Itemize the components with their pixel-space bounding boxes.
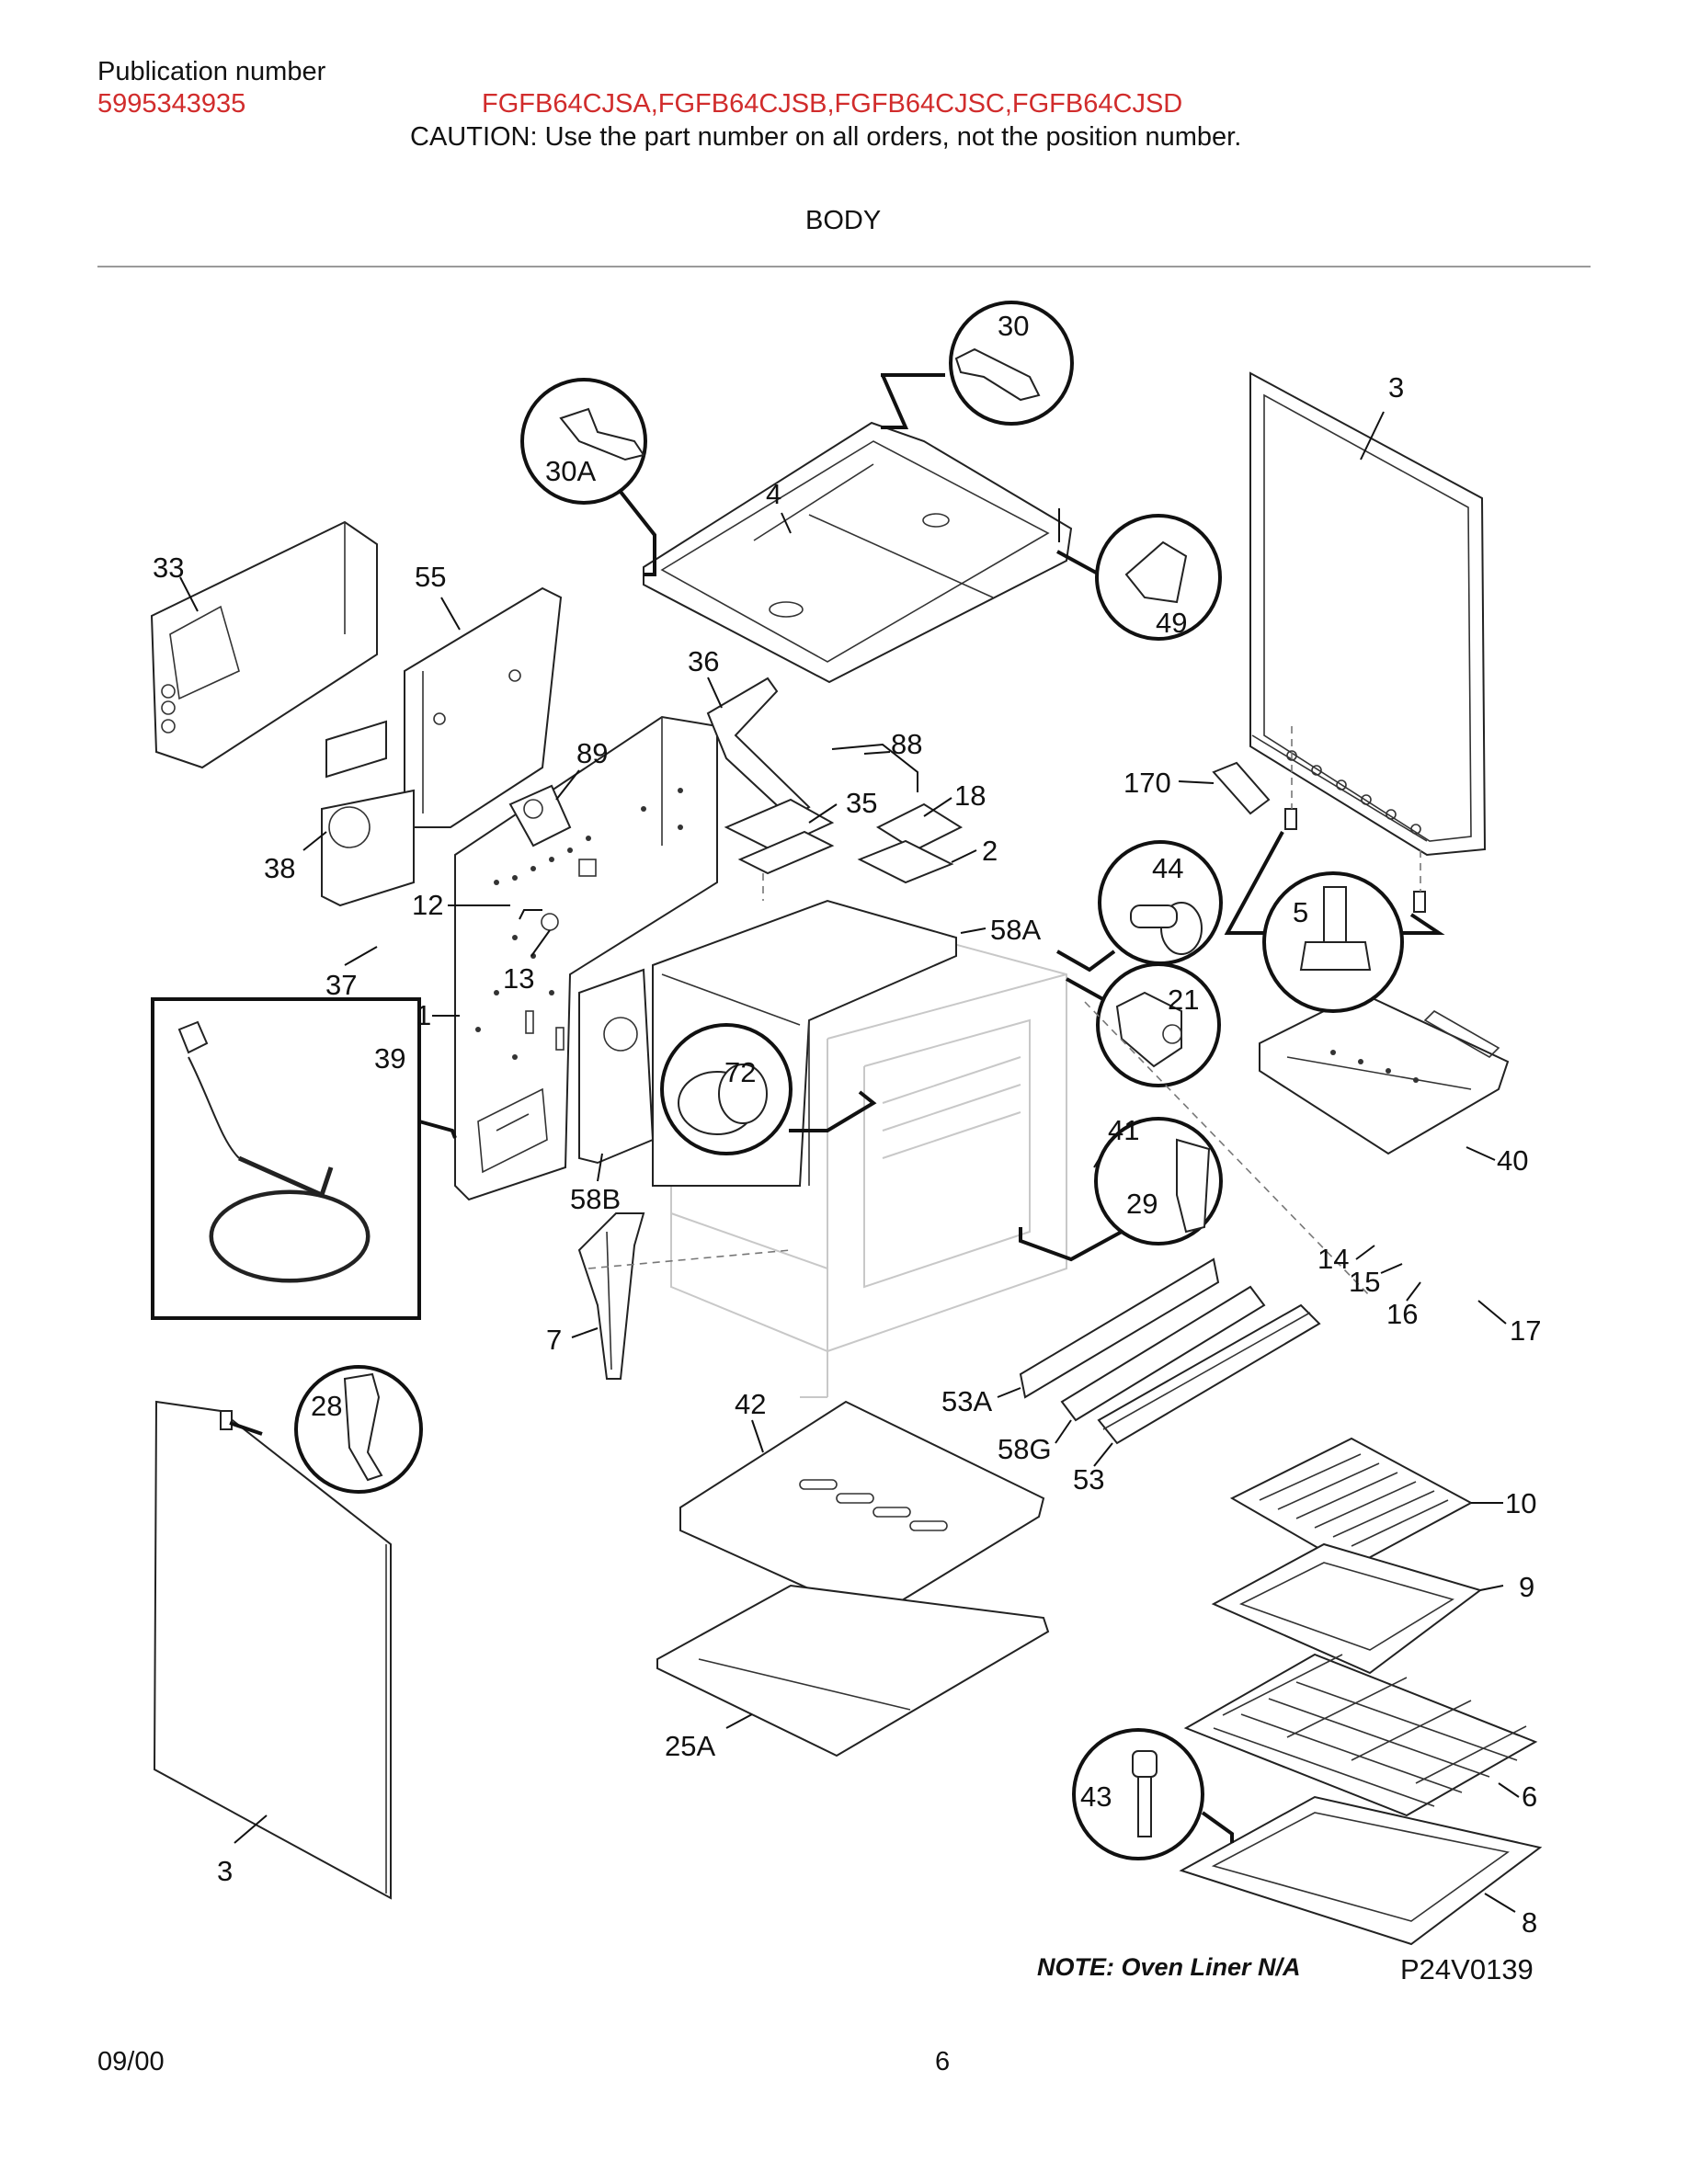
publication-number: 5995343935: [97, 89, 246, 119]
label-39: 39: [374, 1042, 405, 1075]
label-58b: 58B: [570, 1183, 621, 1215]
back-shield-panel: [150, 520, 378, 769]
label-42: 42: [735, 1388, 766, 1420]
label-21: 21: [1168, 984, 1199, 1016]
drawer-liner: [1179, 1795, 1543, 1946]
label-3-top: 3: [1388, 371, 1404, 404]
broil-grid: [1229, 1437, 1474, 1569]
label-8: 8: [1522, 1906, 1537, 1939]
label-35: 35: [846, 787, 877, 819]
label-58a: 58A: [990, 914, 1041, 946]
drawing-code: P24V0139: [1400, 1953, 1534, 1985]
callout-21: [1066, 962, 1221, 1087]
label-30: 30: [998, 310, 1029, 342]
header-divider: [97, 266, 1591, 267]
label-170: 170: [1123, 767, 1171, 799]
oven-bottom: [679, 1400, 1045, 1620]
label-2: 2: [982, 835, 998, 867]
publication-label: Publication number: [97, 57, 326, 86]
label-43: 43: [1080, 1780, 1112, 1813]
callout-44: [1056, 840, 1223, 973]
footer-date: 09/00: [97, 2047, 165, 2076]
label-16: 16: [1386, 1298, 1418, 1330]
label-41: 41: [1108, 1114, 1139, 1146]
label-28: 28: [311, 1390, 342, 1422]
callout-30a: [520, 378, 656, 576]
chassis-frame: [454, 715, 718, 1201]
label-6: 6: [1522, 1780, 1537, 1813]
label-13: 13: [503, 962, 534, 995]
label-18: 18: [954, 779, 986, 812]
callout-28: [229, 1365, 423, 1494]
label-14: 14: [1317, 1243, 1349, 1275]
leveler-bracket: [1212, 761, 1426, 913]
label-15: 15: [1349, 1266, 1380, 1298]
broil-pan: [1211, 1542, 1483, 1675]
page-number: 6: [935, 2047, 951, 2076]
label-29: 29: [1126, 1188, 1158, 1220]
label-53: 53: [1073, 1463, 1104, 1496]
side-insulation: [578, 968, 655, 1165]
label-55: 55: [415, 561, 446, 593]
label-1: 1: [416, 999, 431, 1031]
label-44: 44: [1152, 852, 1183, 884]
label-49: 49: [1156, 607, 1187, 639]
label-4: 4: [766, 478, 781, 510]
label-72: 72: [724, 1056, 756, 1088]
callout-30: [881, 301, 1074, 429]
bracket-assembly: [508, 677, 964, 931]
label-5: 5: [1293, 896, 1308, 928]
oven-rack: [1183, 1653, 1538, 1817]
callout-72: [660, 1023, 877, 1155]
label-9: 9: [1519, 1571, 1534, 1603]
bottom-shield: [1259, 991, 1510, 1155]
callout-29: [1019, 1117, 1223, 1262]
label-89: 89: [576, 737, 608, 769]
callout-43: [1072, 1728, 1234, 1860]
label-30a: 30A: [545, 455, 596, 487]
section-title: BODY: [805, 206, 882, 235]
callout-5: [1224, 831, 1445, 1013]
label-58g: 58G: [998, 1433, 1052, 1465]
label-40: 40: [1497, 1144, 1528, 1177]
callout-49: [1056, 514, 1222, 641]
top-panel: [643, 421, 1073, 684]
door-hinge: [577, 1212, 645, 1380]
caution-text: CAUTION: Use the part number on all orde…: [410, 122, 1242, 152]
trim-rails: [1019, 1257, 1321, 1445]
label-3-bottom: 3: [217, 1855, 233, 1887]
label-12: 12: [412, 889, 443, 921]
label-53a: 53A: [941, 1385, 992, 1417]
label-88: 88: [891, 728, 922, 760]
oven-liner-note: NOTE: Oven Liner N/A: [1037, 1953, 1301, 1981]
label-7: 7: [546, 1324, 562, 1356]
insulation-panel: [321, 586, 563, 907]
label-37: 37: [325, 969, 357, 1001]
callout-39: [151, 997, 457, 1320]
leader-lines: [179, 411, 1520, 1913]
label-17: 17: [1510, 1314, 1541, 1347]
position-labels: 30 30A 3 4 49 33 55 36 89 88 35 18 2 170…: [153, 310, 1541, 1939]
label-10: 10: [1505, 1487, 1536, 1519]
bottom-support: [656, 1584, 1050, 1757]
side-panel-right: [1249, 371, 1487, 857]
label-38: 38: [264, 852, 295, 884]
label-36: 36: [688, 645, 719, 677]
side-panel-left: [153, 1400, 392, 1900]
alignment-lines: [587, 726, 1421, 1297]
label-33: 33: [153, 552, 184, 584]
label-25a: 25A: [665, 1730, 715, 1762]
model-numbers: FGFB64CJSA,FGFB64CJSB,FGFB64CJSC,FGFB64C…: [482, 89, 1183, 119]
